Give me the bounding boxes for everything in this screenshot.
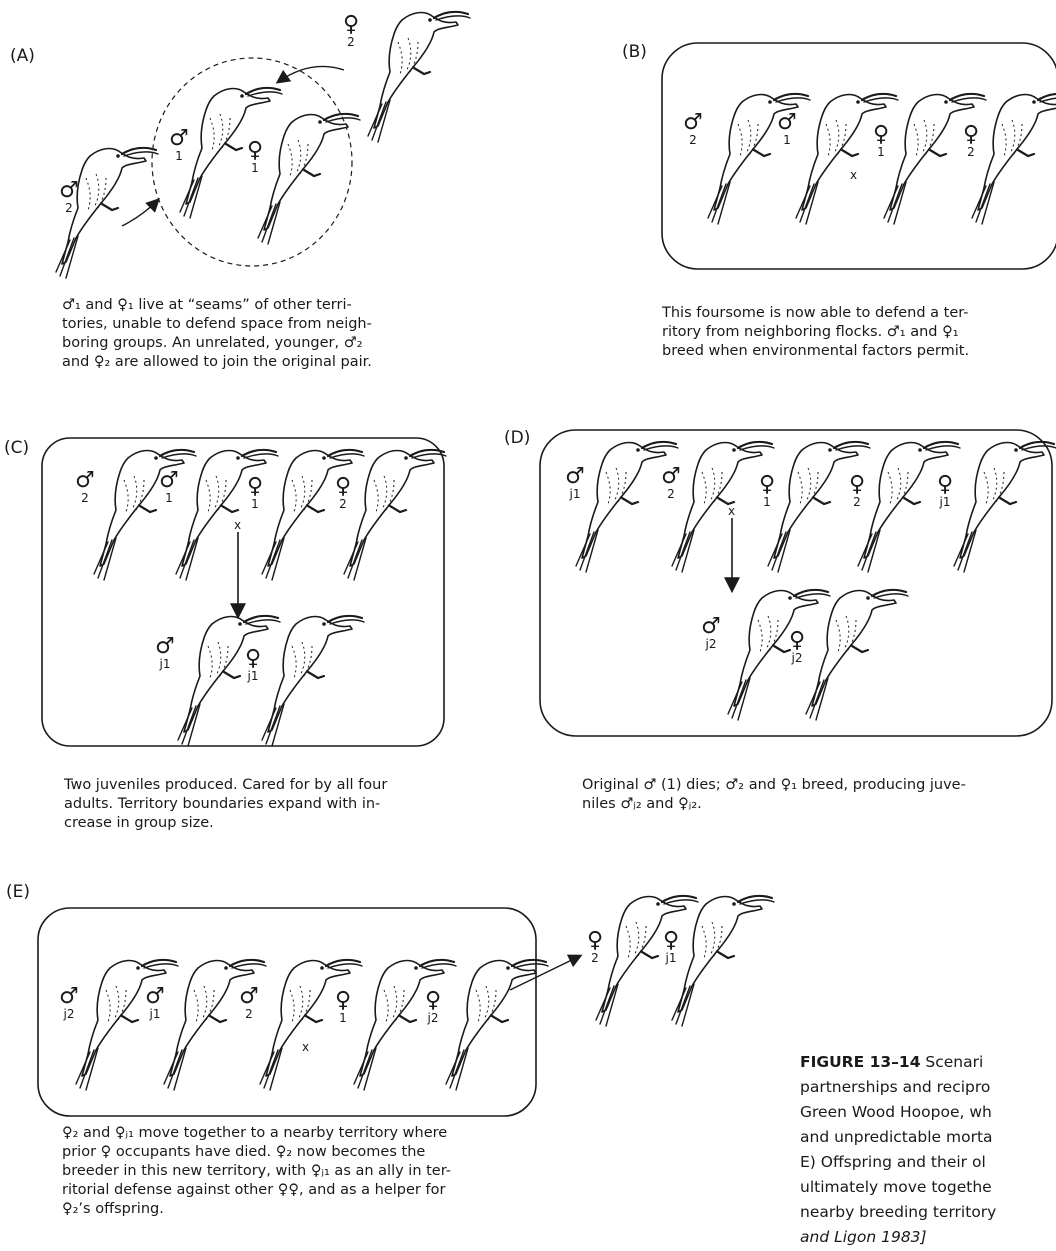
- sex-symbol-c-f2: ♀2: [334, 474, 352, 511]
- sex-symbol-e-m2: ♂2: [239, 984, 259, 1021]
- arrow-a-joiner-female: [275, 65, 345, 84]
- sex-symbol-e-f2: ♀2: [586, 928, 604, 965]
- sex-symbol-d-f2: ♀2: [848, 472, 866, 509]
- bird-d-juvenile-female-j2: [804, 588, 910, 722]
- cross-mark-d: x: [728, 504, 736, 518]
- territory-seam-circle: [151, 57, 353, 267]
- panel-d-birds: [574, 440, 1056, 722]
- arrow-a-joiner-male: [121, 198, 160, 227]
- sex-symbol-d-mj1: ♂j1: [565, 464, 585, 501]
- sex-symbol-e-fj1: ♀j1: [662, 928, 680, 965]
- bird-e-juvenile-male-j2: [74, 958, 180, 1092]
- panel-label-e: (E): [6, 882, 31, 902]
- caption-a: ♂₁ and ♀₁ live at “seams” of other terri…: [62, 297, 372, 370]
- sex-symbol-c-m2: ♂2: [75, 468, 95, 505]
- sex-symbol-c-m1: ♂1: [159, 468, 179, 505]
- bird-a-female-1: [256, 112, 362, 246]
- sex-symbol-d-mj2: ♂j2: [701, 614, 721, 651]
- panel-d-territory-box: [539, 429, 1053, 737]
- sex-symbol-d-m2: ♂2: [661, 464, 681, 501]
- cross-mark-c: x: [234, 518, 242, 532]
- bird-a-female-2: [366, 10, 472, 144]
- sex-symbol-e-f1: ♀1: [334, 988, 352, 1025]
- panel-a-birds: [54, 10, 472, 280]
- bird-d-juvenile-female-j1: [952, 440, 1056, 574]
- panel-b-territory-box: [661, 42, 1056, 270]
- panel-label-a: (A): [10, 46, 35, 66]
- sex-symbol-e-mj1: ♂j1: [145, 984, 165, 1021]
- sex-symbol-e-fj2: ♀j2: [424, 988, 442, 1025]
- bird-d-juvenile-male-j1: [574, 440, 680, 574]
- bird-e-juvenile-female-j1: [670, 894, 776, 1028]
- panel-label-b: (B): [622, 42, 647, 62]
- bird-c-male-1: [174, 448, 280, 582]
- sex-symbol-e-mj2: ♂j2: [59, 984, 79, 1021]
- sex-symbol-c-mj1: ♂j1: [155, 634, 175, 671]
- sex-symbol-d-fj2: ♀j2: [788, 628, 806, 665]
- panel-label-c: (C): [4, 438, 30, 458]
- sex-symbol-b-f2: ♀2: [962, 122, 980, 159]
- sex-symbol-a-m2: ♂2: [59, 178, 79, 215]
- arrow-e-dispersal: [509, 954, 583, 991]
- panel-e-birds: [74, 894, 776, 1092]
- bird-c-female-1: [260, 448, 366, 582]
- bird-c-female-2: [342, 448, 448, 582]
- figure-caption: FIGURE 13–14 Scenari partnerships and re…: [800, 1053, 997, 1246]
- figure-number: FIGURE 13–14: [800, 1053, 921, 1071]
- sex-symbol-c-fj1: ♀j1: [244, 646, 262, 683]
- bird-c-juvenile-female-j1: [260, 614, 366, 748]
- cross-mark-e: x: [302, 1040, 310, 1054]
- panel-c-birds: [92, 448, 448, 748]
- panel-e-territory-box: [37, 907, 537, 1117]
- panel-label-d: (D): [504, 428, 531, 448]
- caption-c: Two juveniles produced. Cared for by all…: [64, 777, 388, 831]
- caption-e: ♀₂ and ♀ⱼ₁ move together to a nearby ter…: [62, 1125, 451, 1217]
- caption-b: This foursome is now able to defend a te…: [662, 305, 970, 359]
- cross-mark-b: x: [850, 168, 858, 182]
- sex-symbol-b-m2: ♂2: [683, 110, 703, 147]
- panel-c-territory-box: [41, 437, 445, 747]
- sex-symbol-b-f1: ♀1: [872, 122, 890, 159]
- sex-symbol-d-f1: ♀1: [758, 472, 776, 509]
- sex-symbol-a-m1: ♂1: [169, 126, 189, 163]
- sex-symbol-b-m1: ♂1: [777, 110, 797, 147]
- sex-symbol-d-fj1: ♀j1: [936, 472, 954, 509]
- sex-symbol-a-f2: ♀2: [342, 12, 360, 49]
- sex-symbol-c-f1: ♀1: [246, 474, 264, 511]
- bird-e-juvenile-male-j1: [162, 958, 268, 1092]
- caption-d: Original ♂ (1) dies; ♂₂ and ♀₁ breed, pr…: [582, 777, 966, 812]
- bird-b-female-2: [970, 92, 1056, 226]
- sex-symbol-a-f1: ♀1: [246, 138, 264, 175]
